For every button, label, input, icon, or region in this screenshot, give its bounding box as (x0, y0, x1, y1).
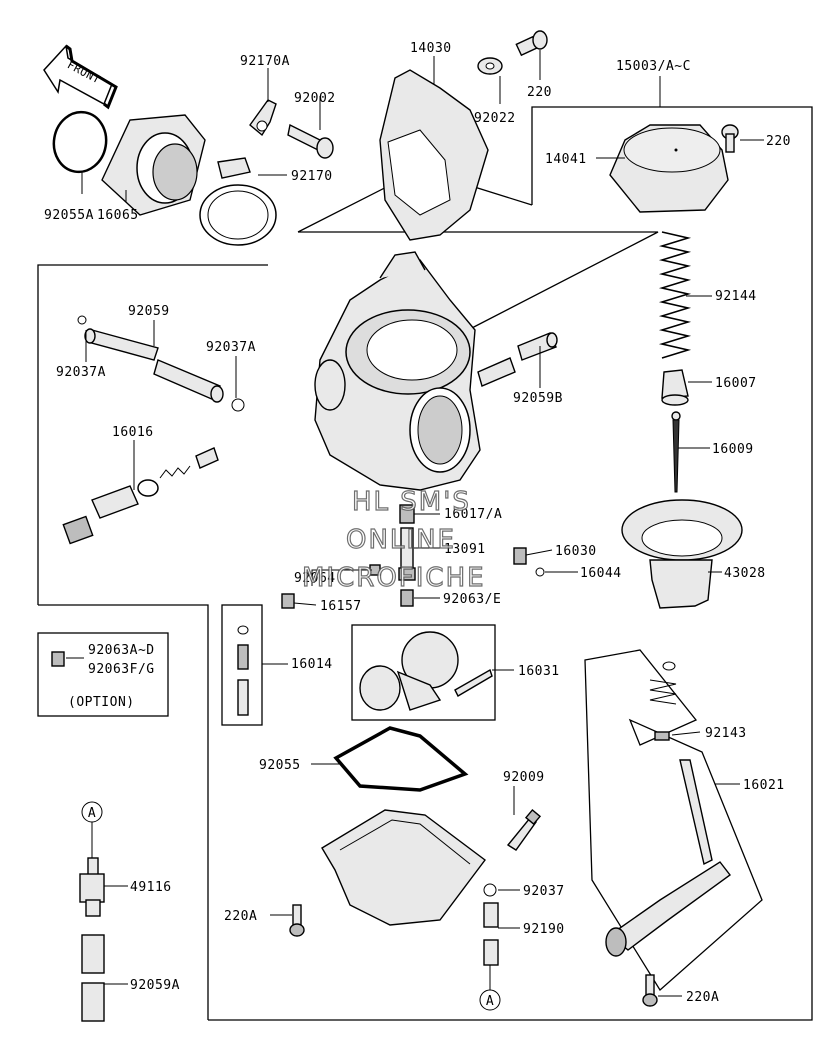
label-16031: 16031 (518, 664, 560, 679)
label-16007: 16007 (715, 376, 757, 391)
main-assembly-frame (37, 106, 813, 1021)
vent-hose-92059 (84, 328, 224, 403)
pilot-screw-16014 (237, 625, 249, 716)
band-92170 (199, 157, 277, 246)
label-220A-right: 220A (686, 990, 719, 1005)
svg-text:A: A (486, 994, 494, 1009)
clip-92037A-left (77, 315, 87, 325)
washer-hole (485, 62, 495, 70)
starter-lever-16021 (605, 661, 731, 957)
label-16157: 16157 (320, 599, 362, 614)
watermark: HL SM'S ONLINE MICROFICHE (301, 486, 486, 593)
label-92059A: 92059A (130, 978, 180, 993)
label-92059B: 92059B (513, 391, 563, 406)
option-label: (OPTION) (68, 695, 135, 710)
label-16014: 16014 (291, 657, 333, 672)
drain-hose-92190-upper (483, 902, 499, 928)
part-labels: 92170A 14030 92002 92022 220 15003/A~C 1… (44, 41, 791, 1005)
clip-16044 (535, 567, 545, 577)
label-92170A: 92170A (240, 54, 290, 69)
label-92055A: 92055A (44, 208, 94, 223)
label-92170: 92170 (291, 169, 333, 184)
label-92002: 92002 (294, 91, 336, 106)
label-92063E: 92063/E (443, 592, 501, 607)
label-16065: 16065 (97, 208, 139, 223)
throttle-sensor-box (351, 624, 496, 721)
needle-jet-base (398, 567, 416, 581)
label-16009: 16009 (712, 442, 754, 457)
label-43028: 43028 (724, 566, 766, 581)
label-220-cap: 220 (766, 134, 791, 149)
float-bowl (321, 809, 486, 926)
float-bowl-gasket-92055 (333, 726, 469, 792)
leader-lines (66, 50, 764, 997)
label-92190: 92190 (523, 922, 565, 937)
needle-holder-16007 (661, 369, 689, 406)
hose-92059A-lower (81, 982, 105, 1022)
label-92037A-left: 92037A (56, 365, 106, 380)
callout-a-top: A (81, 801, 103, 823)
bolt-92002 (287, 123, 334, 159)
label-92143: 92143 (705, 726, 747, 741)
label-92144: 92144 (715, 289, 757, 304)
front-arrow-icon: FRONT (43, 44, 118, 110)
vacuum-piston-43028 (621, 499, 743, 609)
jet-needle-16009 (671, 411, 681, 493)
pilot-jet-16157 (281, 593, 295, 609)
label-92063A-D: 92063A~D (88, 643, 155, 658)
label-16016: 16016 (112, 425, 154, 440)
label-92064: 92064 (294, 571, 336, 586)
option-box (37, 632, 169, 717)
watermark-line-3: MICROFICHE (302, 563, 486, 593)
label-14041: 14041 (545, 152, 587, 167)
drain-screw-92009 (506, 808, 542, 851)
label-16021: 16021 (743, 778, 785, 793)
screw-220A-right (642, 974, 658, 1007)
top-cover-14030 (379, 69, 489, 241)
clip-92037A-right (231, 398, 245, 412)
label-16030: 16030 (555, 544, 597, 559)
label-16017: 16017/A (444, 507, 502, 522)
label-13091: 13091 (444, 542, 486, 557)
drain-hose-92190-lower (483, 939, 499, 966)
option-jet-icon (51, 651, 65, 667)
label-49116: 49116 (130, 880, 172, 895)
screw-220-cap (721, 124, 739, 153)
label-92063F-G: 92063F/G (88, 662, 155, 677)
hose-92059A-upper (81, 934, 105, 974)
label-16044: 16044 (580, 566, 622, 581)
screw-220A-left (289, 904, 305, 937)
label-92059: 92059 (128, 304, 170, 319)
callout-a-bottom: A (479, 989, 501, 1011)
carburetor-body (314, 251, 481, 491)
label-92037: 92037 (523, 884, 565, 899)
starter-plunger-16016 (62, 447, 219, 545)
clip-92037 (483, 883, 497, 897)
watermark-line-2: ONLINE (346, 525, 456, 555)
svg-text:A: A (88, 806, 96, 821)
clamp-92170A (249, 99, 277, 137)
carburetor-holder-16065 (101, 114, 206, 216)
main-jet-92063E (400, 589, 414, 607)
watermark-line-1: HL SM'S (352, 487, 471, 517)
label-15003: 15003/A~C (616, 59, 691, 74)
o-ring-92055A (52, 110, 108, 174)
label-92022: 92022 (474, 111, 516, 126)
fitting-49116 (79, 857, 105, 917)
label-92055: 92055 (259, 758, 301, 773)
label-220A-left: 220A (224, 909, 257, 924)
vent-hose-92059B (477, 332, 558, 387)
plug-16030 (513, 547, 527, 565)
label-92037A-right: 92037A (206, 340, 256, 355)
label-92009: 92009 (503, 770, 545, 785)
screw-220-top (515, 30, 548, 57)
label-220-top: 220 (527, 85, 552, 100)
throttle-sensor-16031 (359, 631, 493, 711)
pilot-screw-box (221, 604, 263, 726)
cap-14041 (609, 124, 729, 213)
label-14030: 14030 (410, 41, 452, 56)
spring-92144 (658, 231, 692, 359)
